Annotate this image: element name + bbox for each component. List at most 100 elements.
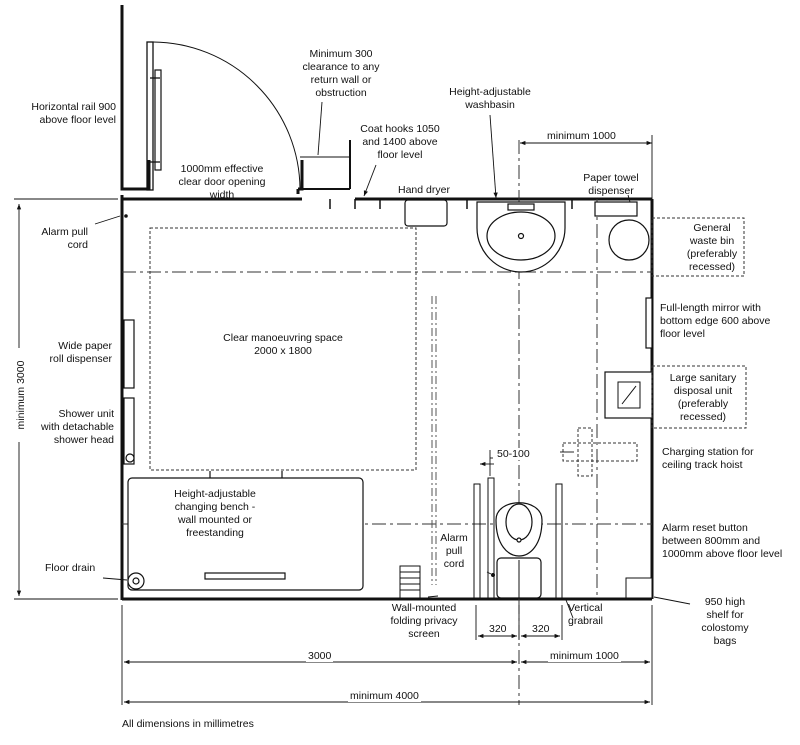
label-line: Shower unit (58, 408, 114, 420)
label-line: Wide paper (58, 340, 112, 352)
label-line: Large sanitary (669, 372, 737, 384)
label-horizontal-rail: Horizontal rail 900 above floor level (18, 101, 116, 127)
label-shelf: 950 high shelf for colostomy bags (690, 596, 760, 648)
label-line: changing bench - (174, 501, 256, 513)
label-line: 2000 x 1800 (254, 345, 312, 357)
label-line: Alarm pull (41, 226, 88, 238)
label-line: with detachable (41, 421, 114, 433)
dim-min-4000: minimum 4000 (348, 690, 421, 702)
label-line: grabrail (568, 615, 604, 627)
alarm-cord-toilet (491, 573, 495, 577)
label-paper-roll: Wide paper roll dispenser (30, 340, 112, 366)
label-coat-hooks: Coat hooks 1050 and 1400 above floor lev… (350, 123, 450, 162)
hand-dryer (404, 199, 448, 227)
label-line: Paper towel (583, 172, 639, 184)
label-line: (preferably (686, 248, 738, 260)
label-washbasin: Height-adjustable washbasin (440, 86, 540, 112)
label-line: above floor level (39, 114, 116, 126)
label-paper-towel: Paper towel dispenser (576, 172, 646, 198)
label-alarm-reset: Alarm reset button between 800mm and 100… (662, 522, 782, 561)
label-line: 1000mm effective (180, 163, 264, 175)
label-line: floor level (377, 149, 423, 161)
label-line: (preferably (677, 398, 729, 410)
label-line: return wall or (310, 74, 372, 86)
sanitary-disposal (604, 365, 747, 429)
label-line: and 1400 above (362, 136, 438, 148)
label-line: Charging station for (662, 446, 754, 458)
label-sanitary: Large sanitary disposal unit (preferably… (660, 372, 746, 424)
waste-bin (608, 219, 650, 261)
label-line: cord (67, 239, 88, 251)
label-line: clearance to any (302, 61, 380, 73)
label-door-opening: 1000mm effective clear door opening widt… (172, 163, 272, 202)
dim-min-1000-bottom: minimum 1000 (548, 650, 621, 662)
label-line: colostomy (701, 622, 749, 634)
label-line: disposal unit (673, 385, 733, 397)
alarm-cord-left (124, 214, 128, 218)
label-alarm-pull-cord: Alarm pull cord (30, 226, 88, 252)
charging-station (562, 427, 638, 477)
label-line: Minimum 300 (309, 48, 373, 60)
leaders (94, 101, 691, 619)
door (146, 41, 301, 191)
label-line: Alarm reset button (662, 522, 748, 534)
label-bench: Height-adjustable changing bench - wall … (165, 488, 265, 540)
label-line: wall mounted or (177, 514, 253, 526)
paper-roll-dispenser (123, 319, 135, 389)
label-line: washbasin (465, 99, 515, 111)
label-line: width (209, 189, 235, 201)
mirror (645, 297, 653, 349)
label-floor-drain: Floor drain (45, 562, 96, 574)
label-clear-space: Clear manoeuvring space 2000 x 1800 (198, 332, 368, 358)
label-line: Coat hooks 1050 (360, 123, 440, 135)
label-line: recessed) (679, 411, 727, 423)
dim-min-3000: minimum 3000 (15, 348, 27, 442)
shelf (625, 577, 653, 599)
return-wall (301, 140, 351, 190)
label-line: dispenser (588, 185, 634, 197)
label-charging: Charging station for ceiling track hoist (662, 446, 754, 472)
label-waste-bin: General waste bin (preferably recessed) (672, 222, 752, 274)
label-line: Clear manoeuvring space (223, 332, 343, 344)
label-line: cord (443, 558, 465, 570)
label-line: Height-adjustable (174, 488, 256, 500)
folding-screen (399, 565, 421, 599)
clear-space-box (149, 227, 417, 471)
label-line: Full-length mirror with (660, 302, 761, 314)
label-line: 950 high (704, 596, 746, 608)
label-line: Vertical (568, 602, 603, 614)
dim-320-b: 320 (530, 623, 552, 635)
label-line: obstruction (315, 87, 367, 99)
privacy-screen-line (431, 296, 437, 585)
label-line: shower head (53, 434, 114, 446)
label-vertical-grabrail: Vertical grabrail (568, 602, 603, 628)
shower-unit (123, 397, 135, 465)
label-shower: Shower unit with detachable shower head (30, 408, 114, 447)
label-line: screen (408, 628, 440, 640)
label-line: between 800mm and (662, 535, 761, 547)
label-line: floor level (660, 328, 705, 340)
changing-bench (127, 471, 364, 591)
label-line: Alarm (440, 532, 468, 544)
label-line: folding privacy (390, 615, 458, 627)
label-line: waste bin (689, 235, 735, 247)
label-min-300: Minimum 300 clearance to any return wall… (296, 48, 386, 100)
label-alarm-pull-cord-toilet: Alarm pull cord (436, 532, 472, 571)
label-line: ceiling track hoist (662, 459, 743, 471)
label-line: pull (445, 545, 463, 557)
coat-hooks (329, 199, 573, 209)
label-line: Horizontal rail 900 (31, 101, 116, 113)
dim-50-100: 50-100 (495, 448, 532, 460)
label-mirror: Full-length mirror with bottom edge 600 … (660, 302, 770, 341)
label-line: General (693, 222, 731, 234)
label-line: freestanding (186, 527, 244, 539)
dimension-lines (14, 135, 653, 705)
label-line: Height-adjustable (449, 86, 531, 98)
dim-min-1000-top: minimum 1000 (545, 130, 618, 142)
label-hand-dryer: Hand dryer (398, 184, 450, 196)
label-line: bottom edge 600 above (660, 315, 771, 327)
dim-3000: 3000 (306, 650, 334, 662)
floor-drain (127, 572, 145, 590)
washbasin (476, 201, 566, 273)
waste-bin-recess (651, 217, 745, 277)
